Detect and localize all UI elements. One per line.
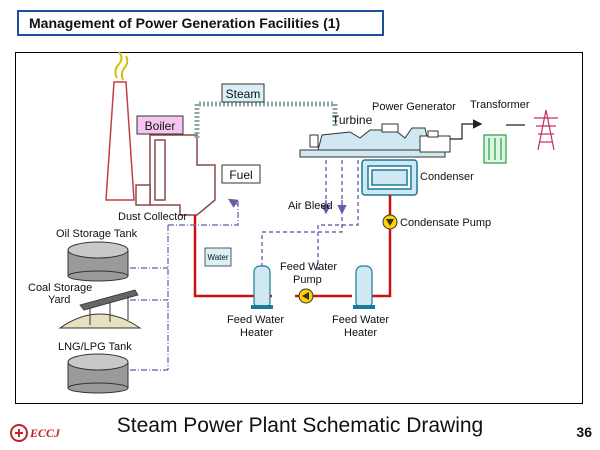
feed-water-pump-label-1: Feed Water [280, 261, 337, 273]
chimney-smoke [114, 51, 129, 81]
feed-water-pump-label-2: Pump [293, 274, 322, 286]
power-generator [419, 130, 451, 153]
transformer-label: Transformer [470, 99, 530, 111]
feed-water-heater-left [251, 265, 273, 309]
steam-label: Steam [226, 87, 261, 101]
coal-storage-yard-label-2: Yard [48, 294, 70, 306]
boiler-body [135, 134, 216, 216]
feed-water-heater-left-label-2: Heater [240, 327, 273, 339]
air-bleed-label: Air Bleed [288, 200, 333, 212]
feed-water-heater-right-label-1: Feed Water [332, 314, 389, 326]
transformer [483, 134, 507, 164]
oil-storage-tank [67, 241, 129, 282]
condensate-pump-label: Condensate Pump [400, 217, 491, 229]
transmission-tower [534, 109, 558, 151]
dust-collector-label: Dust Collector [118, 211, 187, 223]
boiler-label: Boiler [145, 119, 176, 133]
steam-label-box [221, 83, 265, 103]
condenser-label: Condenser [420, 171, 474, 183]
coal-storage-yard [58, 289, 142, 329]
air-bleed-lines [261, 160, 359, 270]
coal-storage-yard-label-1: Coal Storage [28, 282, 92, 294]
steam-pipe [194, 101, 338, 138]
page-number: 36 [576, 424, 592, 440]
boiler-label-box [136, 115, 184, 135]
turbine [299, 123, 446, 158]
water-label-box [204, 247, 232, 267]
lng-lpg-tank-label: LNG/LPG Tank [58, 341, 132, 353]
generator-output-line [450, 119, 483, 140]
slide-caption: Steam Power Plant Schematic Drawing [116, 414, 484, 437]
feed-water-heater-right-label-2: Heater [344, 327, 377, 339]
feed-water-heater-left-label-1: Feed Water [227, 314, 284, 326]
eccj-logo-icon [10, 424, 28, 442]
fuel-supply-lines [130, 200, 239, 371]
turbine-label: Turbine [332, 113, 373, 127]
fuel-arrow [227, 198, 239, 208]
slide-title: Management of Power Generation Facilitie… [17, 10, 384, 36]
lng-lpg-tank [67, 353, 129, 394]
eccj-logo-text: ECCJ [30, 426, 61, 440]
condenser [361, 159, 418, 196]
chimney [105, 81, 135, 201]
water-label: Water [207, 253, 228, 262]
power-generator-label: Power Generator [372, 101, 456, 113]
feed-water-heater-right [353, 265, 375, 309]
oil-storage-tank-label: Oil Storage Tank [56, 228, 138, 240]
fuel-label-box [221, 164, 261, 184]
diagram-frame [15, 52, 583, 404]
fuel-label: Fuel [229, 168, 252, 182]
